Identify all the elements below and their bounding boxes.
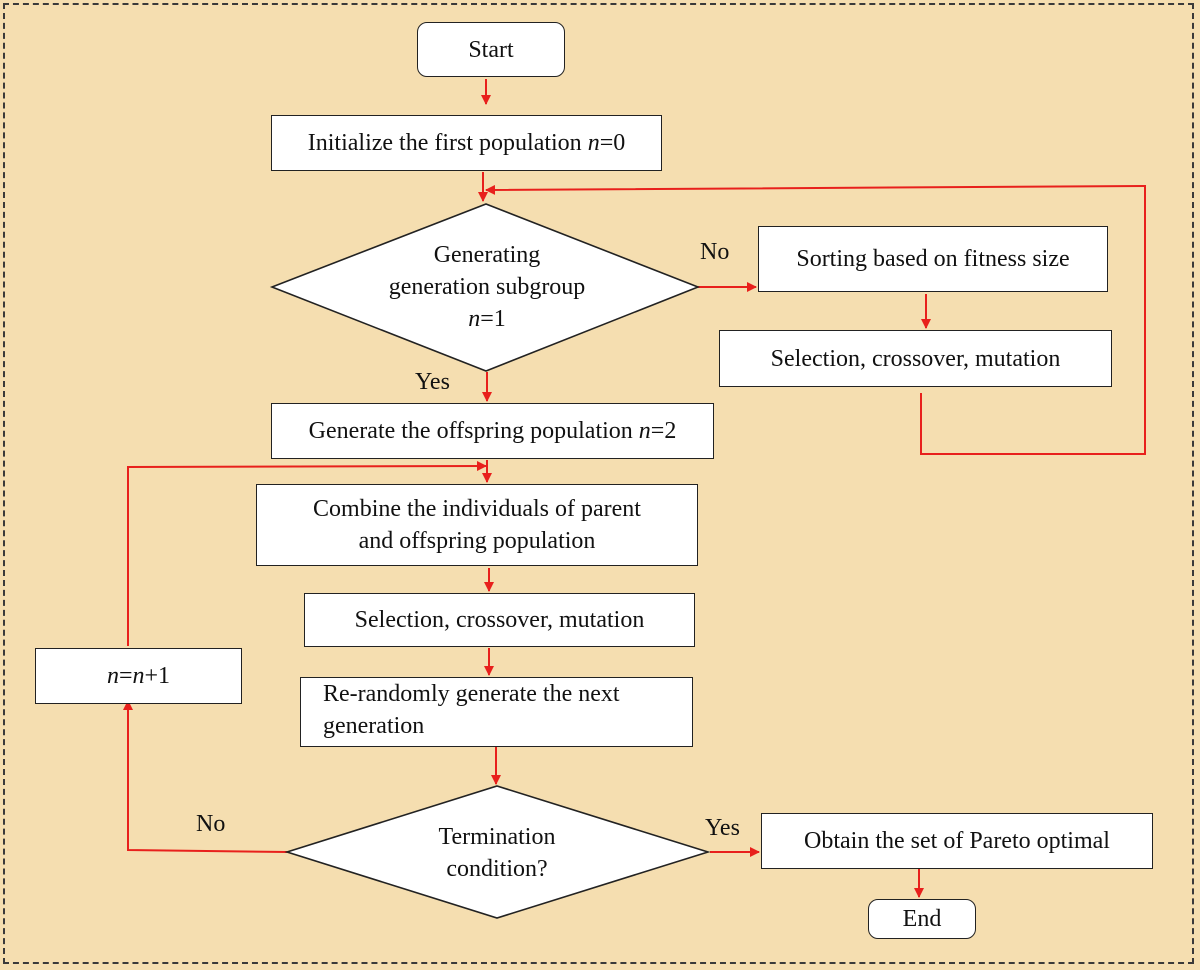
combine-line-1: Combine the individuals of parent	[313, 496, 641, 522]
combine-line-2: and offspring population	[358, 528, 596, 554]
init-label: Initialize the first population n=0	[307, 130, 626, 156]
end-terminal: End	[868, 899, 976, 939]
end-label: End	[902, 906, 942, 932]
rerandom-line-2: generation	[323, 713, 425, 739]
no-label-2: No	[196, 811, 226, 837]
offspring-label: Generate the offspring population n=2	[308, 418, 677, 444]
increment-label: n=n+1	[106, 663, 171, 689]
increment-box: n=n+1	[35, 648, 242, 704]
pareto-label: Obtain the set of Pareto optimal	[804, 828, 1110, 854]
start-terminal: Start	[417, 22, 565, 77]
sorting-box: Sorting based on fitness size	[758, 226, 1108, 292]
yes-label-2: Yes	[705, 815, 740, 841]
selection-label-2: Selection, crossover, mutation	[354, 607, 645, 633]
decision-1-label: Generating generation subgroup n=1	[388, 242, 586, 332]
selection-label-1: Selection, crossover, mutation	[770, 345, 1061, 372]
decision-2-shape	[284, 785, 711, 919]
sorting-label: Sorting based on fitness size	[796, 246, 1070, 272]
combine-box: Combine the individuals of parent and of…	[256, 484, 698, 566]
init-population-box: Initialize the first population n=0	[271, 115, 662, 171]
pareto-box: Obtain the set of Pareto optimal	[761, 813, 1153, 869]
dashed-frame	[3, 3, 1194, 964]
arrow-decision2-increment	[123, 700, 288, 853]
loop-increment-to-combine	[127, 461, 487, 646]
no-label-1: No	[700, 239, 730, 265]
yes-label-1: Yes	[415, 369, 450, 395]
rerandom-line-1: Re-randomly generate the next	[323, 681, 620, 707]
decision-2-label: Termination condition?	[438, 824, 556, 882]
rerandom-box: Re-randomly generate the next generation	[300, 677, 693, 747]
offspring-box: Generate the offspring population n=2	[271, 403, 714, 459]
loop-back-to-decision1	[485, 184, 1146, 455]
start-label: Start	[468, 36, 514, 63]
decision-1-shape	[269, 203, 701, 372]
selection-box-2: Selection, crossover, mutation	[304, 593, 695, 647]
selection-box-1: Selection, crossover, mutation	[719, 330, 1112, 387]
